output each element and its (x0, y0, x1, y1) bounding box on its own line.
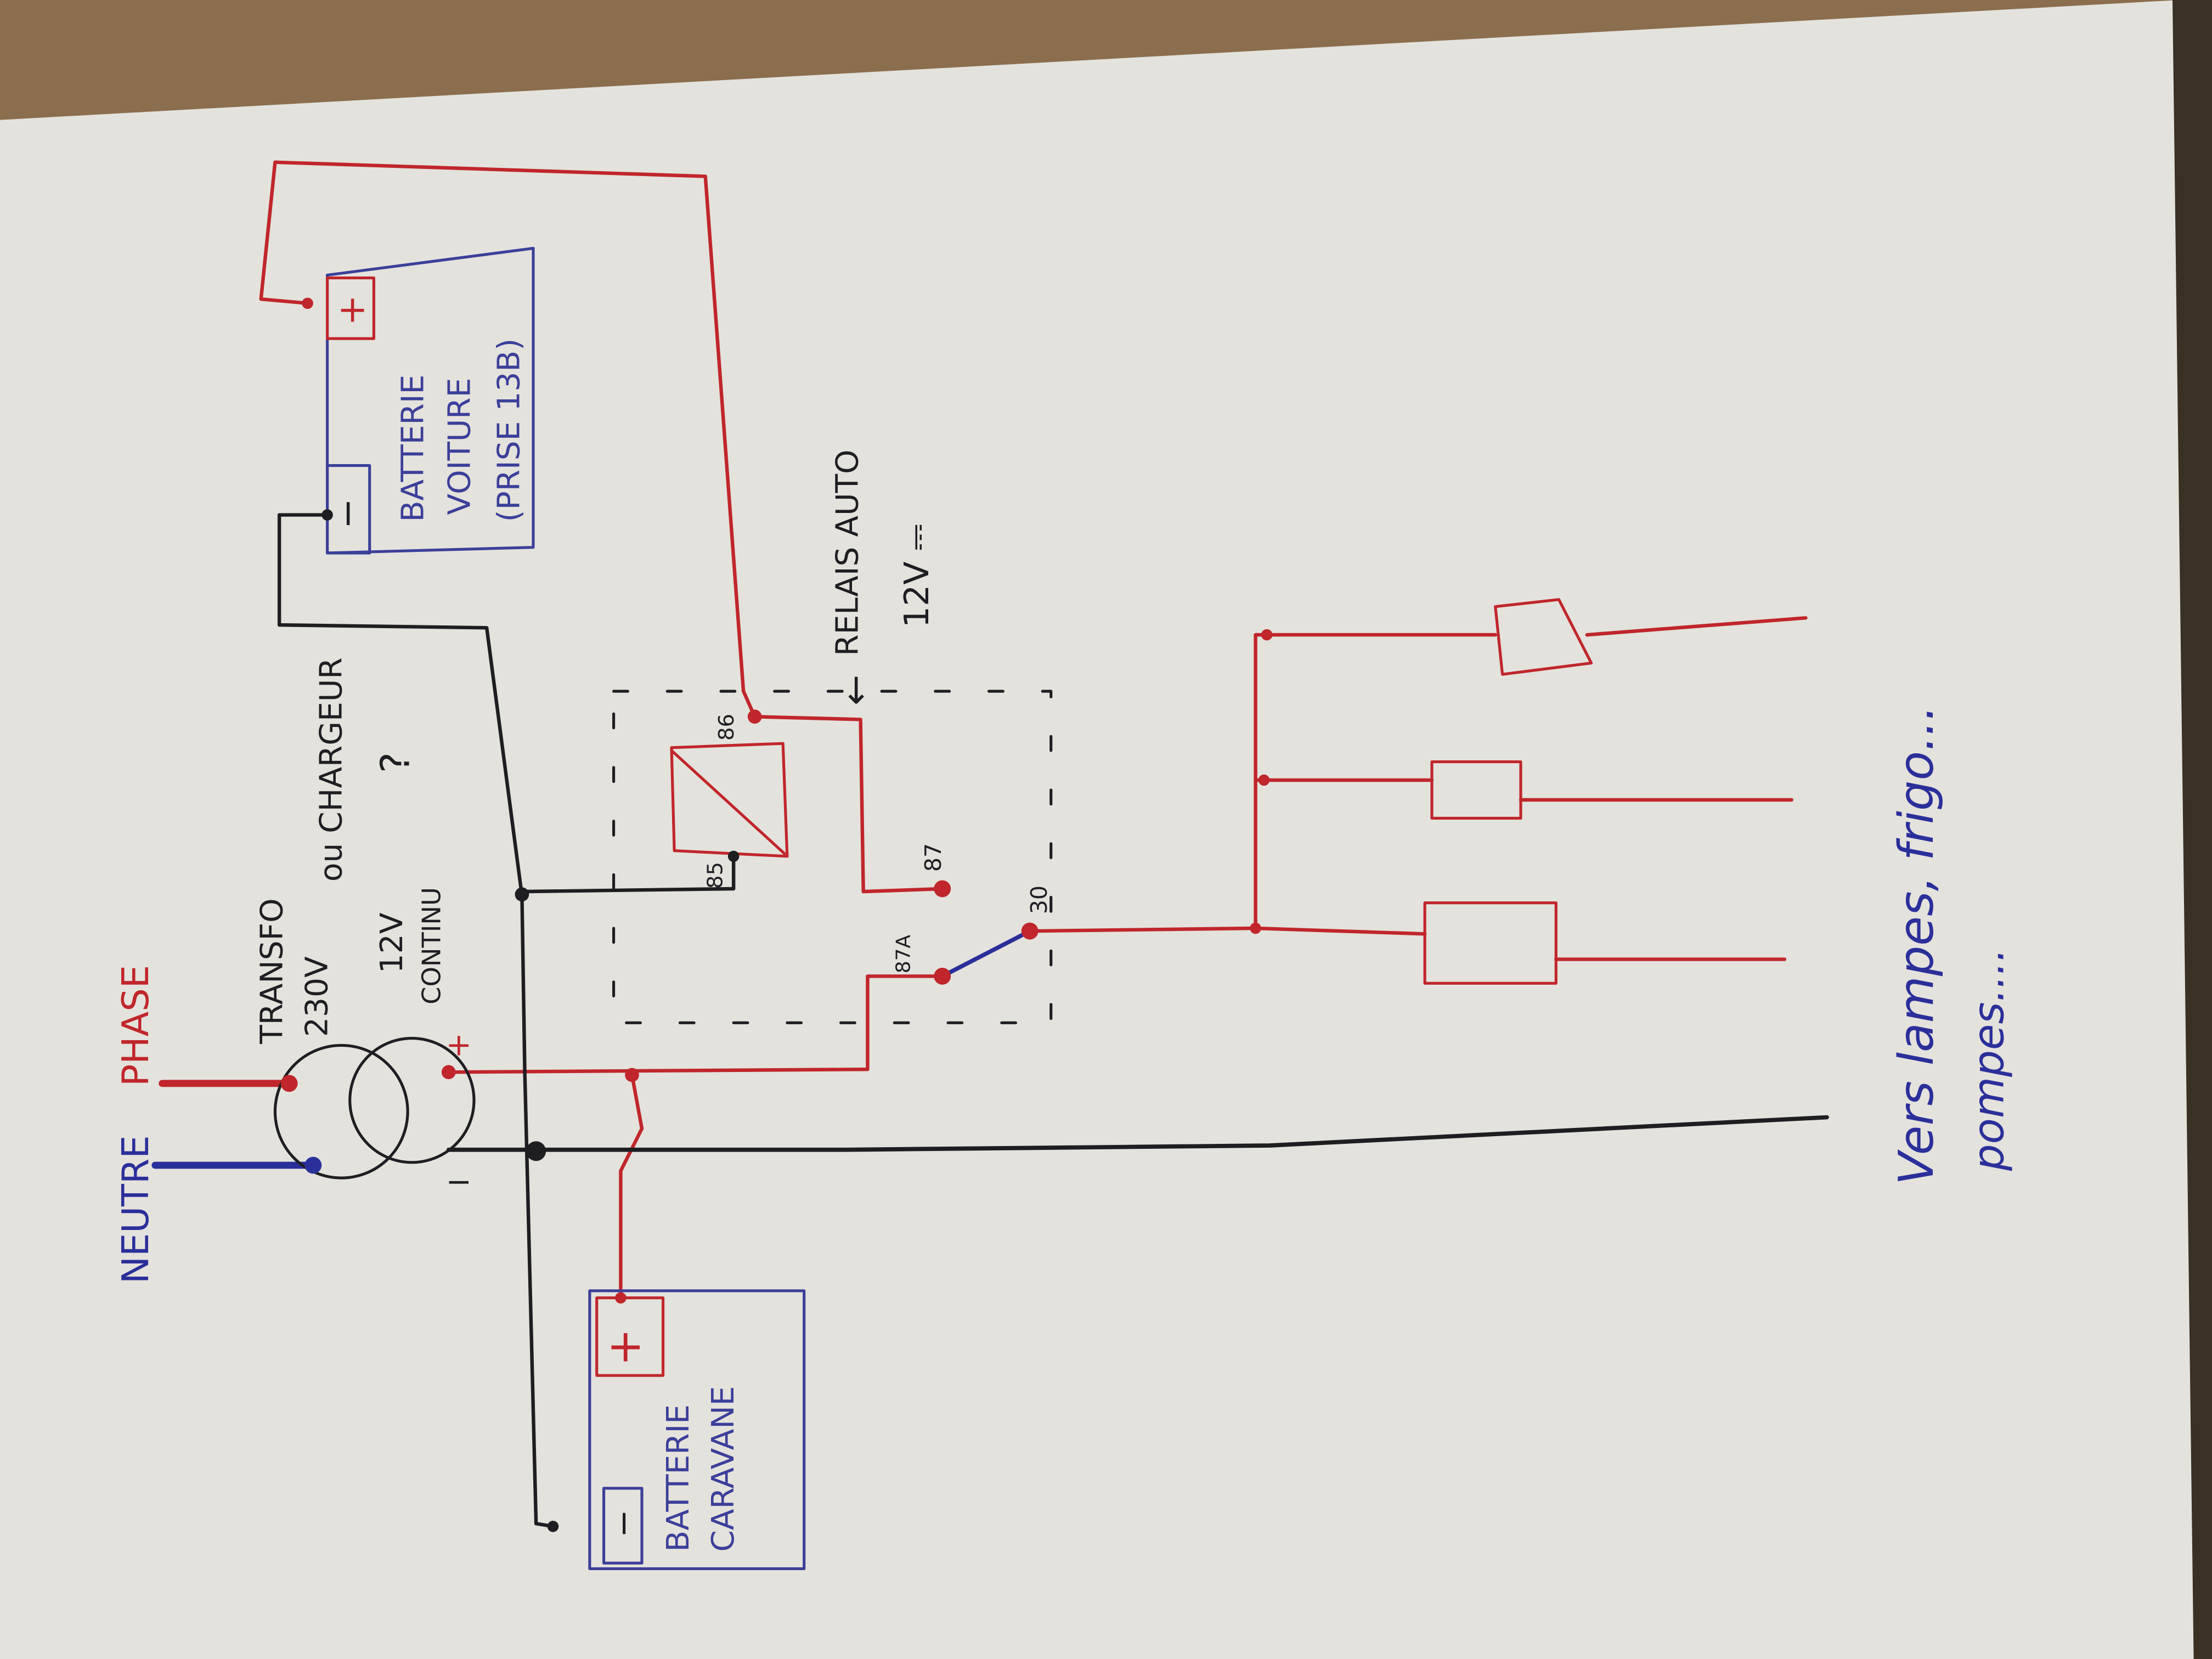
pin-86: 86 (714, 714, 739, 741)
car-battery-label-1: BATTERIE (394, 375, 431, 522)
car-battery-label-3: (PRISE 13B) (490, 338, 527, 522)
transformer-symbol (273, 1037, 476, 1180)
load-2 (1430, 760, 1522, 820)
caravan-battery-minus: − (603, 1509, 643, 1538)
negative-wires (277, 513, 1829, 1528)
230v-label: 230V (299, 956, 335, 1037)
loads-label-1: Vers lampes, frigo... (1888, 706, 1944, 1185)
relay-coil (670, 742, 789, 858)
caravan-battery-plus: + (607, 1320, 645, 1372)
car-battery-plus: + (337, 287, 368, 330)
transfo-label: TRANSFO (253, 898, 290, 1045)
wood-table (0, 0, 2180, 120)
neutre-label: NEUTRE (114, 1135, 157, 1284)
transfo-plus: + (446, 1026, 472, 1063)
question-mark: ? (373, 752, 419, 773)
relay-label-2: 12V ⎓ (897, 524, 936, 628)
continu-label: CONTINU (416, 887, 446, 1005)
load-3 (1423, 901, 1558, 985)
12v-label: 12V (374, 912, 410, 973)
pin-87: 87 (920, 843, 946, 872)
wood-table-right (2172, 0, 2212, 1659)
caravan-battery-label-2: CARAVANE (705, 1386, 741, 1551)
relay-boundary (612, 690, 1053, 1024)
transfo-minus: − (446, 1164, 472, 1200)
load-boxes (1423, 598, 1593, 985)
pin-85: 85 (703, 862, 728, 889)
loads-label-2: pompes.... (1964, 948, 2013, 1171)
pin-30: 30 (1026, 885, 1052, 914)
caravan-battery-label-1: BATTERIE (660, 1404, 696, 1552)
phase-label: PHASE (114, 965, 157, 1086)
relay-switch-contact (940, 929, 1032, 979)
terminals (280, 297, 1273, 1532)
car-battery-minus: − (326, 498, 369, 529)
relay-label-1: RELAIS AUTO (829, 449, 865, 656)
pin-87a: 87A (893, 934, 915, 973)
relay-arrow: ← (833, 675, 876, 706)
car-battery-label-2: VOITURE (441, 378, 477, 515)
caravan-battery (588, 1289, 806, 1570)
positive-wires (259, 160, 1808, 1300)
load-1 (1494, 598, 1593, 676)
ou-chargeur-label: ou CHARGEUR (313, 657, 349, 882)
